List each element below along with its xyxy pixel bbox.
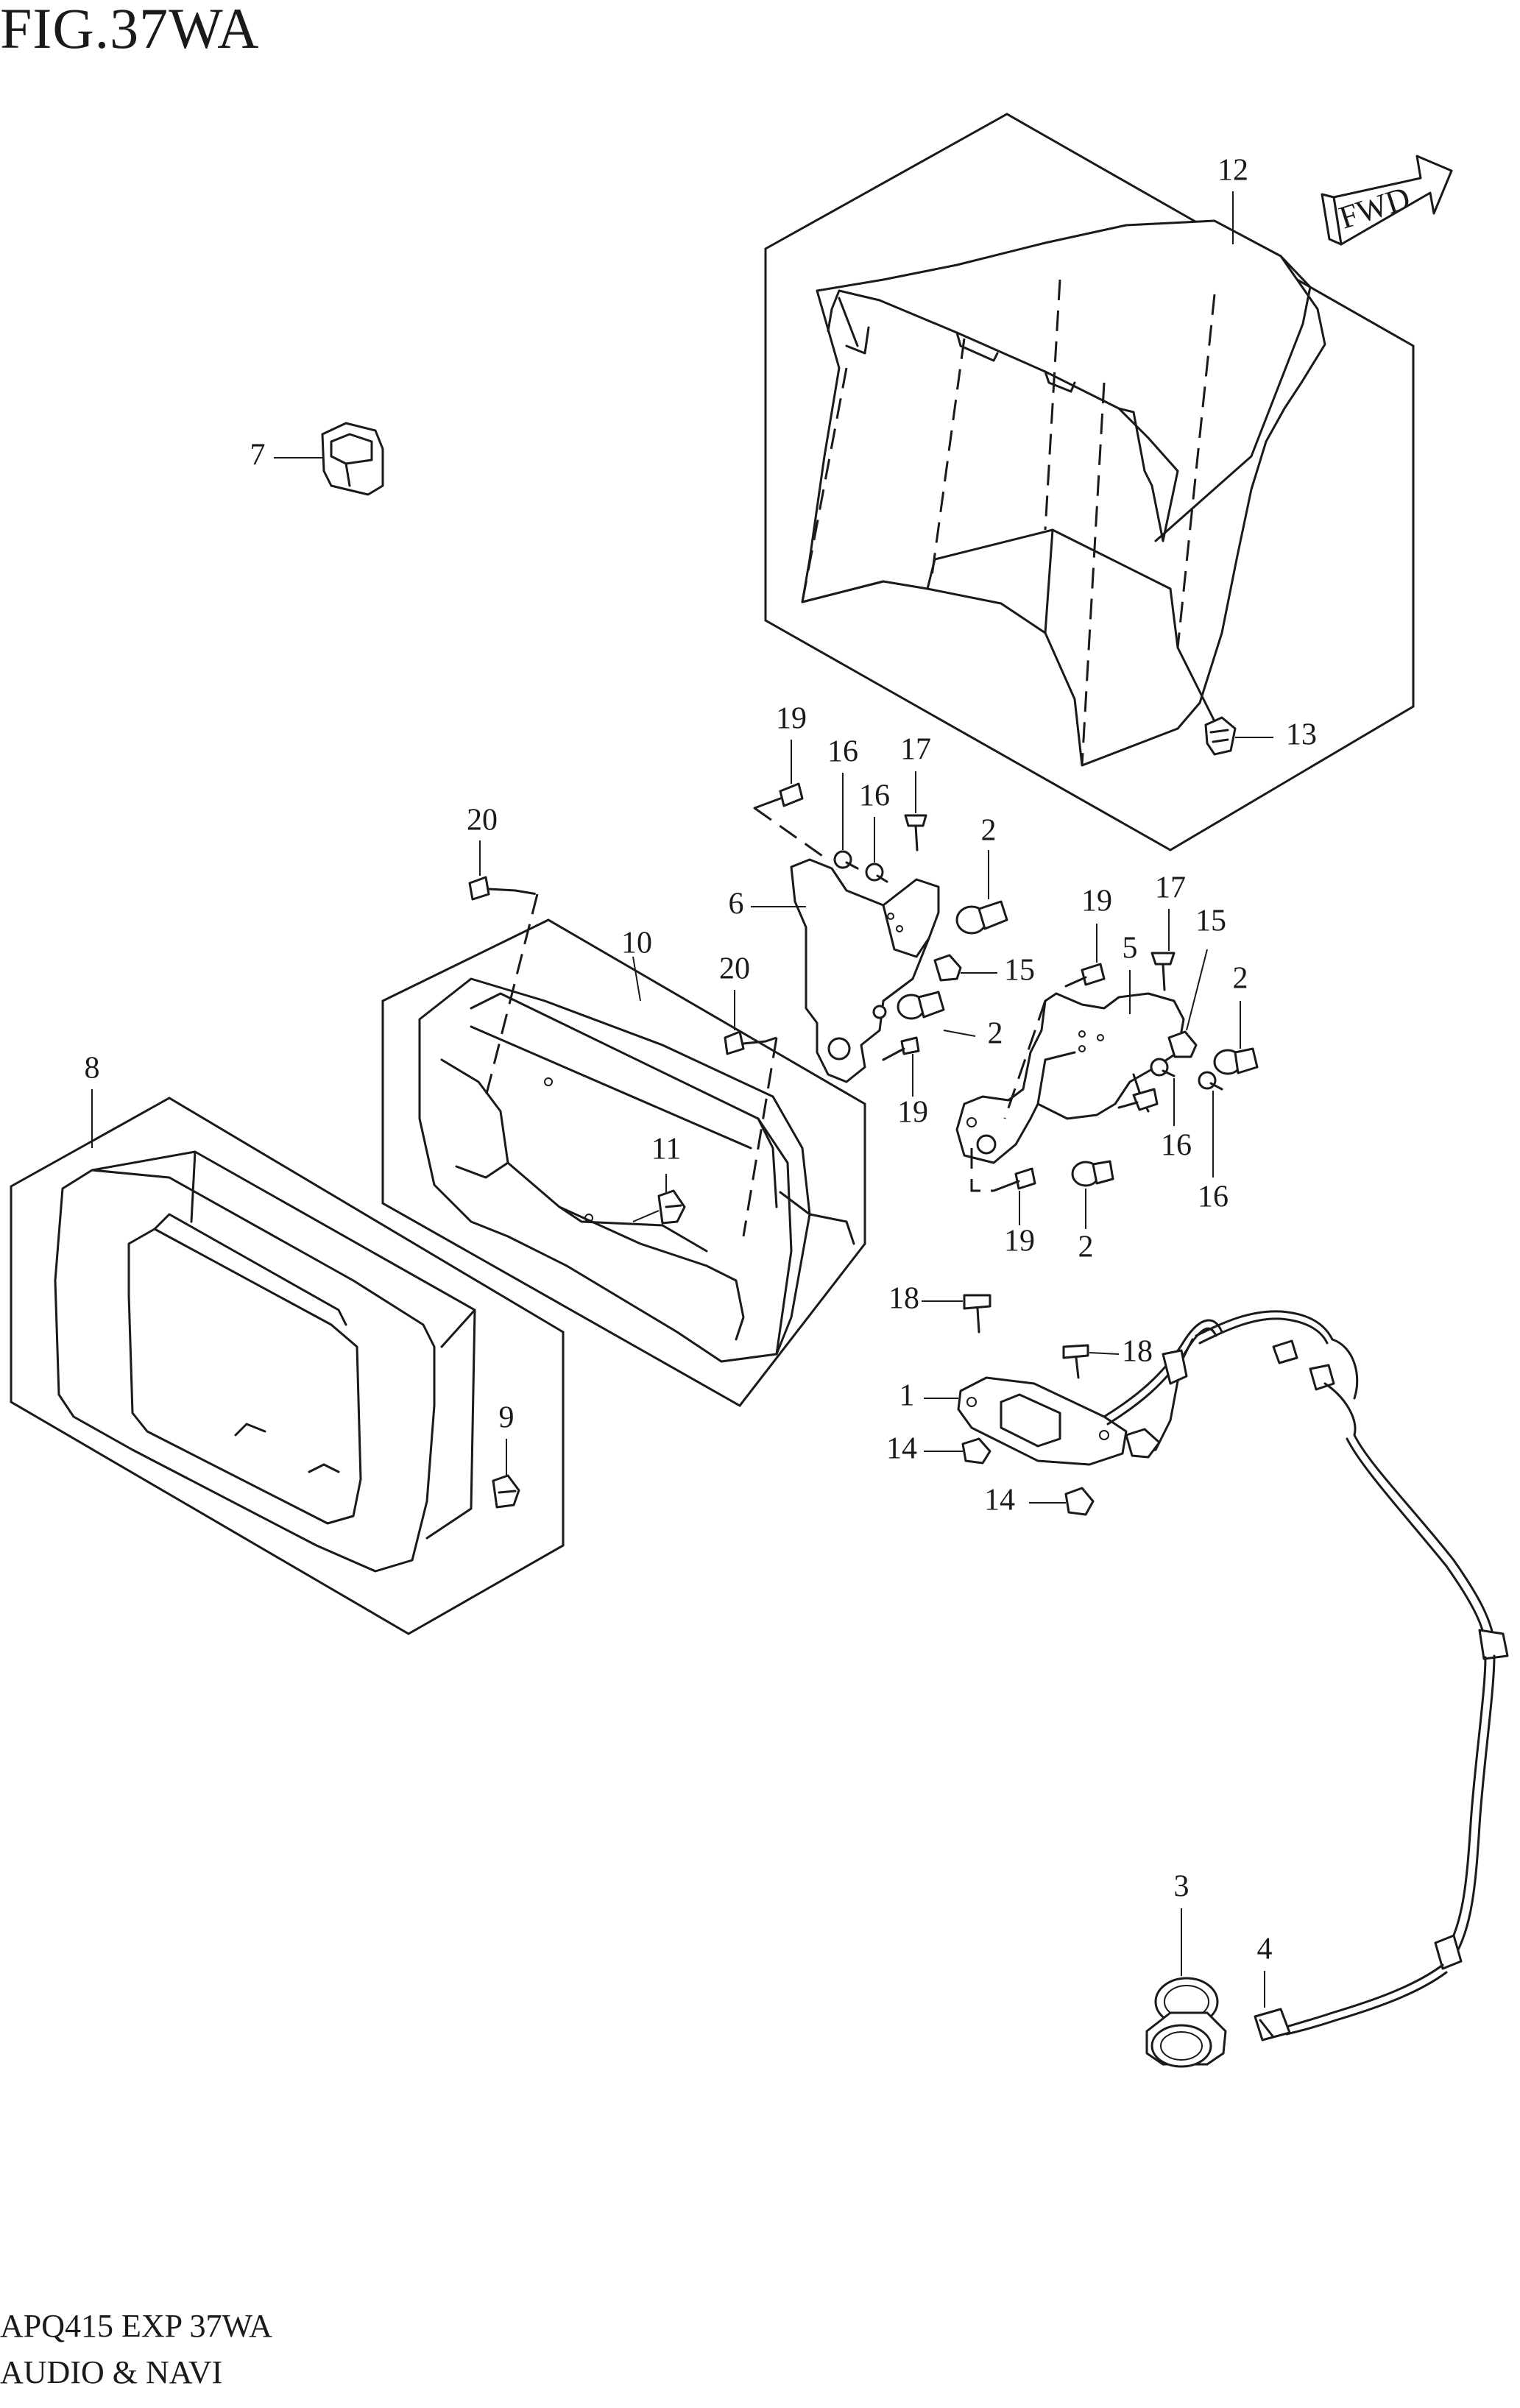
collar-under-16	[1117, 1088, 1159, 1111]
collar-2-mid: 2	[897, 991, 1003, 1051]
screw-17-upper: 17	[900, 733, 931, 851]
clip-15-right: 15	[1167, 904, 1226, 1058]
callout-3: 3	[1174, 1870, 1190, 1904]
figure-title: FIG.37WA	[0, 0, 260, 60]
callout-19-mid: 19	[897, 1096, 928, 1130]
callout-16-upper-b: 16	[859, 779, 890, 813]
callout-14-b: 14	[984, 1484, 1015, 1518]
screw-19-top: 19	[753, 702, 825, 859]
collar-2-right: 2	[1213, 962, 1259, 1075]
callout-1: 1	[899, 1379, 915, 1413]
callout-16-lower-a: 16	[1161, 1129, 1192, 1163]
bolt-16-lower-a: 16	[1150, 1058, 1192, 1163]
bolt-16-lower-b: 16	[1198, 1071, 1229, 1214]
callout-9: 9	[499, 1401, 515, 1435]
callout-18-a: 18	[888, 1282, 919, 1316]
callout-18-b: 18	[1122, 1335, 1153, 1369]
diagram-code: APQ415 EXP 37WA	[0, 2308, 272, 2344]
screw-17-right: 17	[1150, 871, 1186, 991]
callout-12-leader: 12	[1217, 154, 1248, 244]
callout-15-right: 15	[1195, 904, 1226, 938]
part-6-bracket: 6	[729, 858, 940, 1083]
callout-2-upper: 2	[981, 814, 997, 848]
screw-19-mid: 19	[882, 1036, 928, 1130]
part-5-bracket: 5	[955, 932, 1185, 1164]
callout-14-a: 14	[886, 1432, 917, 1466]
part-3-socket: 3	[1145, 1870, 1227, 2068]
callout-15-upper: 15	[1004, 954, 1035, 988]
callout-19-top: 19	[776, 702, 807, 736]
callout-16-upper-a: 16	[827, 735, 858, 769]
callout-2-bottom: 2	[1078, 1230, 1094, 1264]
part-11-clip: 11	[632, 1133, 686, 1225]
callout-17-upper: 17	[900, 733, 931, 767]
callout-10: 10	[621, 927, 652, 960]
screw-20-left: 20	[467, 804, 538, 901]
callout-19-bottom: 19	[1004, 1225, 1035, 1258]
diagram-name: AUDIO & NAVI	[0, 2354, 223, 2390]
part-12-audio-cover	[801, 219, 1326, 767]
callout-4: 4	[1257, 1933, 1273, 1966]
callout-7: 7	[250, 439, 266, 472]
part-1-control-unit: 1	[899, 1376, 1128, 1466]
screw-18-b: 18	[1062, 1335, 1153, 1379]
fwd-arrow-icon: FWD	[1321, 155, 1453, 246]
screw-20-right: 20	[719, 952, 777, 1055]
screw-19-bottom: 19	[970, 1148, 1036, 1258]
callout-2-right: 2	[1233, 962, 1248, 996]
clip-14-b: 14	[984, 1484, 1095, 1518]
callout-13: 13	[1286, 718, 1317, 752]
callout-6: 6	[729, 888, 744, 921]
part-13-clip: 13	[1204, 716, 1317, 756]
part-7-bracket: 7	[250, 422, 384, 496]
collar-2-upper: 2	[955, 814, 1008, 935]
callout-20-left: 20	[467, 804, 498, 838]
wiring-harness: 4	[1103, 1310, 1509, 2042]
part-10-group-frame	[381, 918, 866, 1407]
clip-14-a: 14	[886, 1432, 991, 1466]
part-10-mounting-frame: 10	[418, 893, 855, 1363]
callout-19-right: 19	[1081, 885, 1112, 918]
callout-5: 5	[1123, 932, 1138, 966]
bolt-16-upper-b: 16	[859, 779, 890, 883]
callout-17-right: 17	[1155, 871, 1186, 905]
callout-20-right: 20	[719, 952, 750, 986]
callout-16-lower-b: 16	[1198, 1180, 1229, 1214]
part-8-bezel: 8	[54, 1052, 476, 1573]
part-9-clip: 9	[492, 1401, 520, 1509]
collar-2-bottom: 2	[1071, 1160, 1114, 1264]
bolt-16-upper-a: 16	[827, 735, 859, 870]
callout-8: 8	[85, 1052, 100, 1086]
part-8-group-frame	[10, 1097, 565, 1635]
callout-2-mid: 2	[988, 1017, 1003, 1051]
callout-12: 12	[1217, 154, 1248, 188]
clip-15-upper: 15	[933, 954, 1035, 988]
screw-18-a: 18	[888, 1282, 991, 1334]
screw-19-right: 19	[1064, 885, 1112, 988]
callout-11: 11	[651, 1133, 681, 1166]
part-12-group-frame	[764, 113, 1415, 851]
